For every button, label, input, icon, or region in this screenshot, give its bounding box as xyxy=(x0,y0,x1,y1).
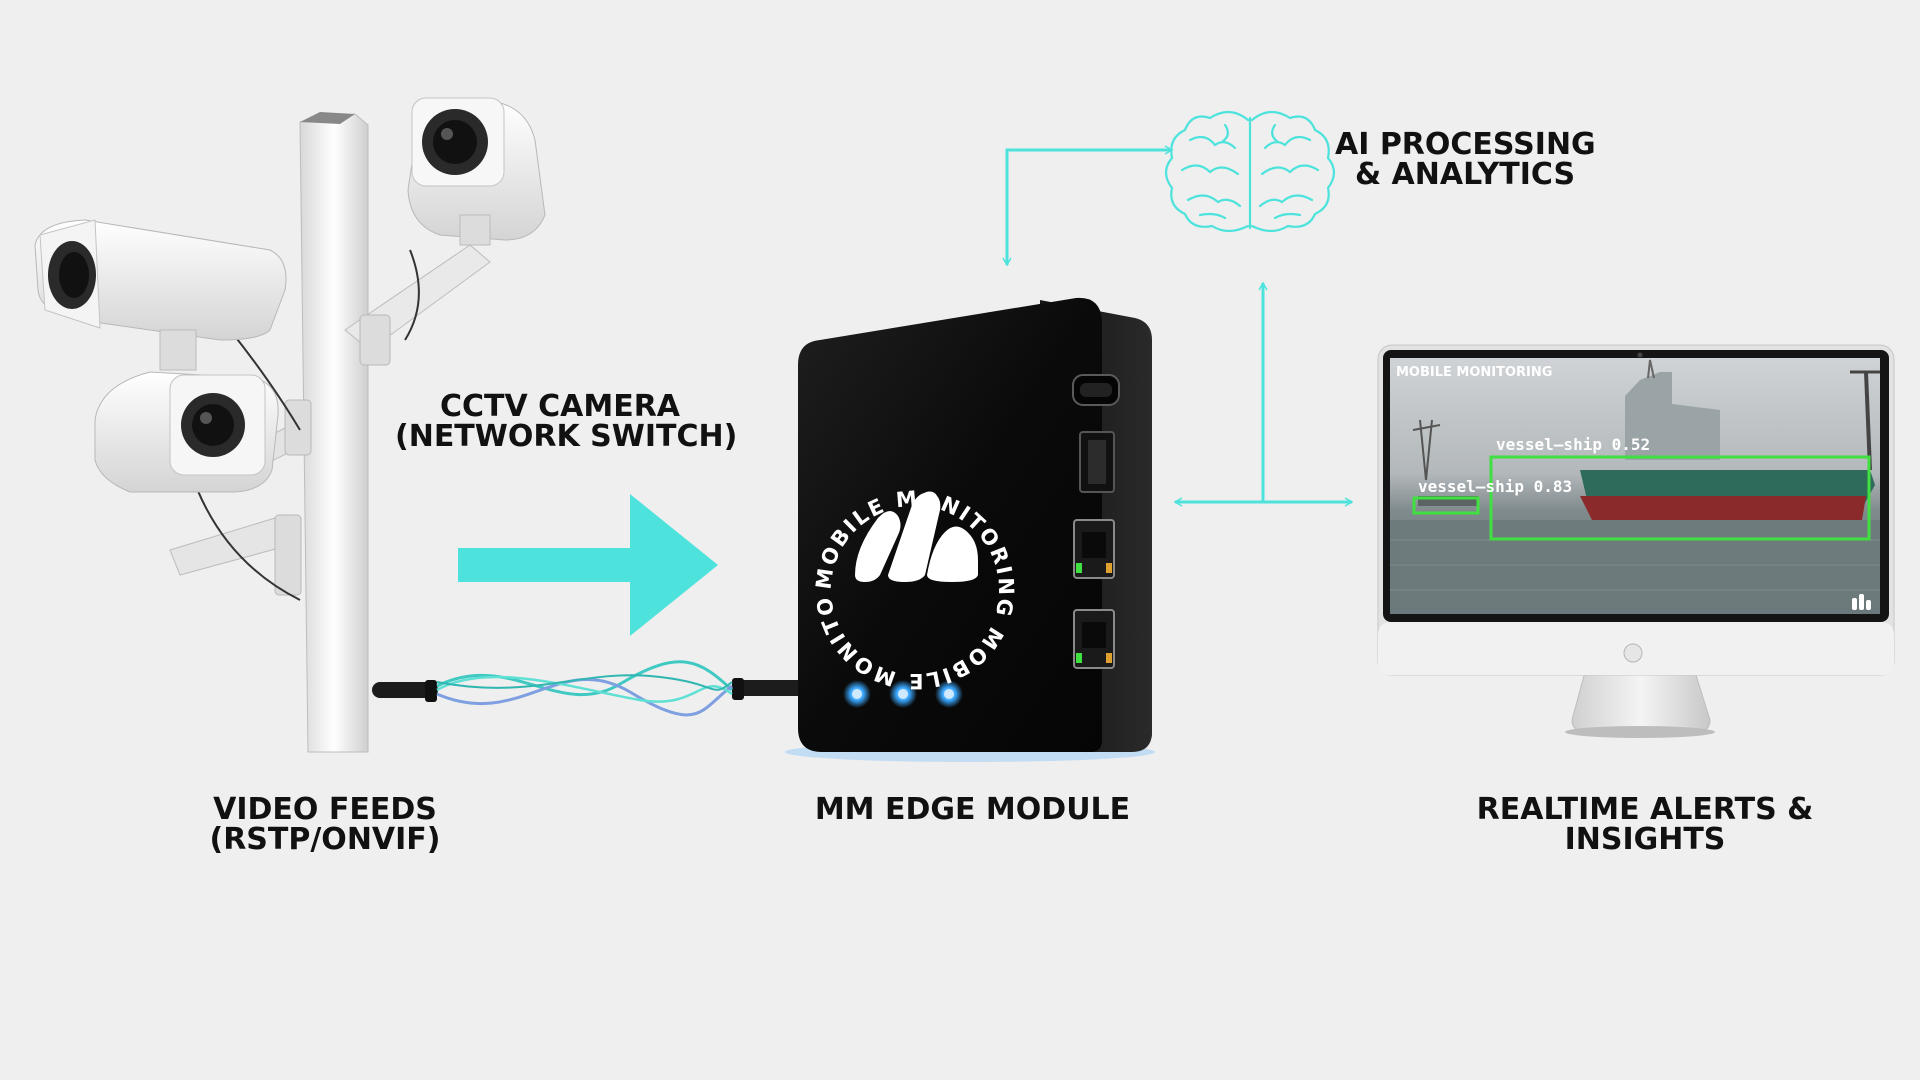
detection-box-2 xyxy=(1412,496,1480,515)
cctv-pole xyxy=(169,112,491,753)
ai-connector-arrows xyxy=(1002,145,1354,507)
monitor-brand-text: MOBILE MONITORING xyxy=(1396,365,1552,380)
label-cctv-camera-line1: CCTV CAMERA xyxy=(439,389,681,424)
cctv-camera-top xyxy=(407,97,546,246)
cctv-camera-lower xyxy=(94,371,279,493)
monitor-display: MOBILE MONITORING vessel—ship 0.52 vesse… xyxy=(1377,344,1895,738)
label-video-feeds-line1: VIDEO FEEDS xyxy=(213,792,437,827)
brain-icon xyxy=(1164,110,1336,233)
label-edge-module-text: MM EDGE MODULE xyxy=(814,792,1131,827)
label-realtime-alerts-line2: INSIGHTS xyxy=(1564,822,1726,857)
label-ai-processing-line2: & ANALYTICS xyxy=(1354,157,1576,192)
detection-box-1 xyxy=(1489,455,1871,541)
cctv-camera-left xyxy=(34,219,287,371)
label-edge-module: MM EDGE MODULE xyxy=(800,795,1145,825)
detection-label-2: vessel—ship 0.83 xyxy=(1418,477,1572,496)
monitor-logo-icon xyxy=(1852,594,1871,610)
label-video-feeds-line2: (RSTP/ONVIF) xyxy=(209,822,441,857)
flow-arrow-right xyxy=(458,494,718,636)
network-cable xyxy=(372,660,808,717)
label-video-feeds: VIDEO FEEDS (RSTP/ONVIF) xyxy=(190,795,460,855)
status-leds xyxy=(843,680,963,708)
harbor-scene xyxy=(1390,359,1880,614)
detection-label-1: vessel—ship 0.52 xyxy=(1496,435,1650,454)
mobile-monitoring-logo-icon xyxy=(855,492,978,582)
label-realtime-alerts-line1: REALTIME ALERTS & xyxy=(1476,792,1814,827)
label-cctv-camera: CCTV CAMERA (NETWORK SWITCH) xyxy=(395,389,738,454)
label-cctv-camera-line2: (NETWORK SWITCH) xyxy=(395,419,738,454)
label-realtime-alerts: REALTIME ALERTS & INSIGHTS xyxy=(1460,795,1830,855)
label-ai-processing: AI PROCESSING & ANALYTICS xyxy=(1335,127,1596,192)
label-ai-processing-line1: AI PROCESSING xyxy=(1335,127,1596,162)
